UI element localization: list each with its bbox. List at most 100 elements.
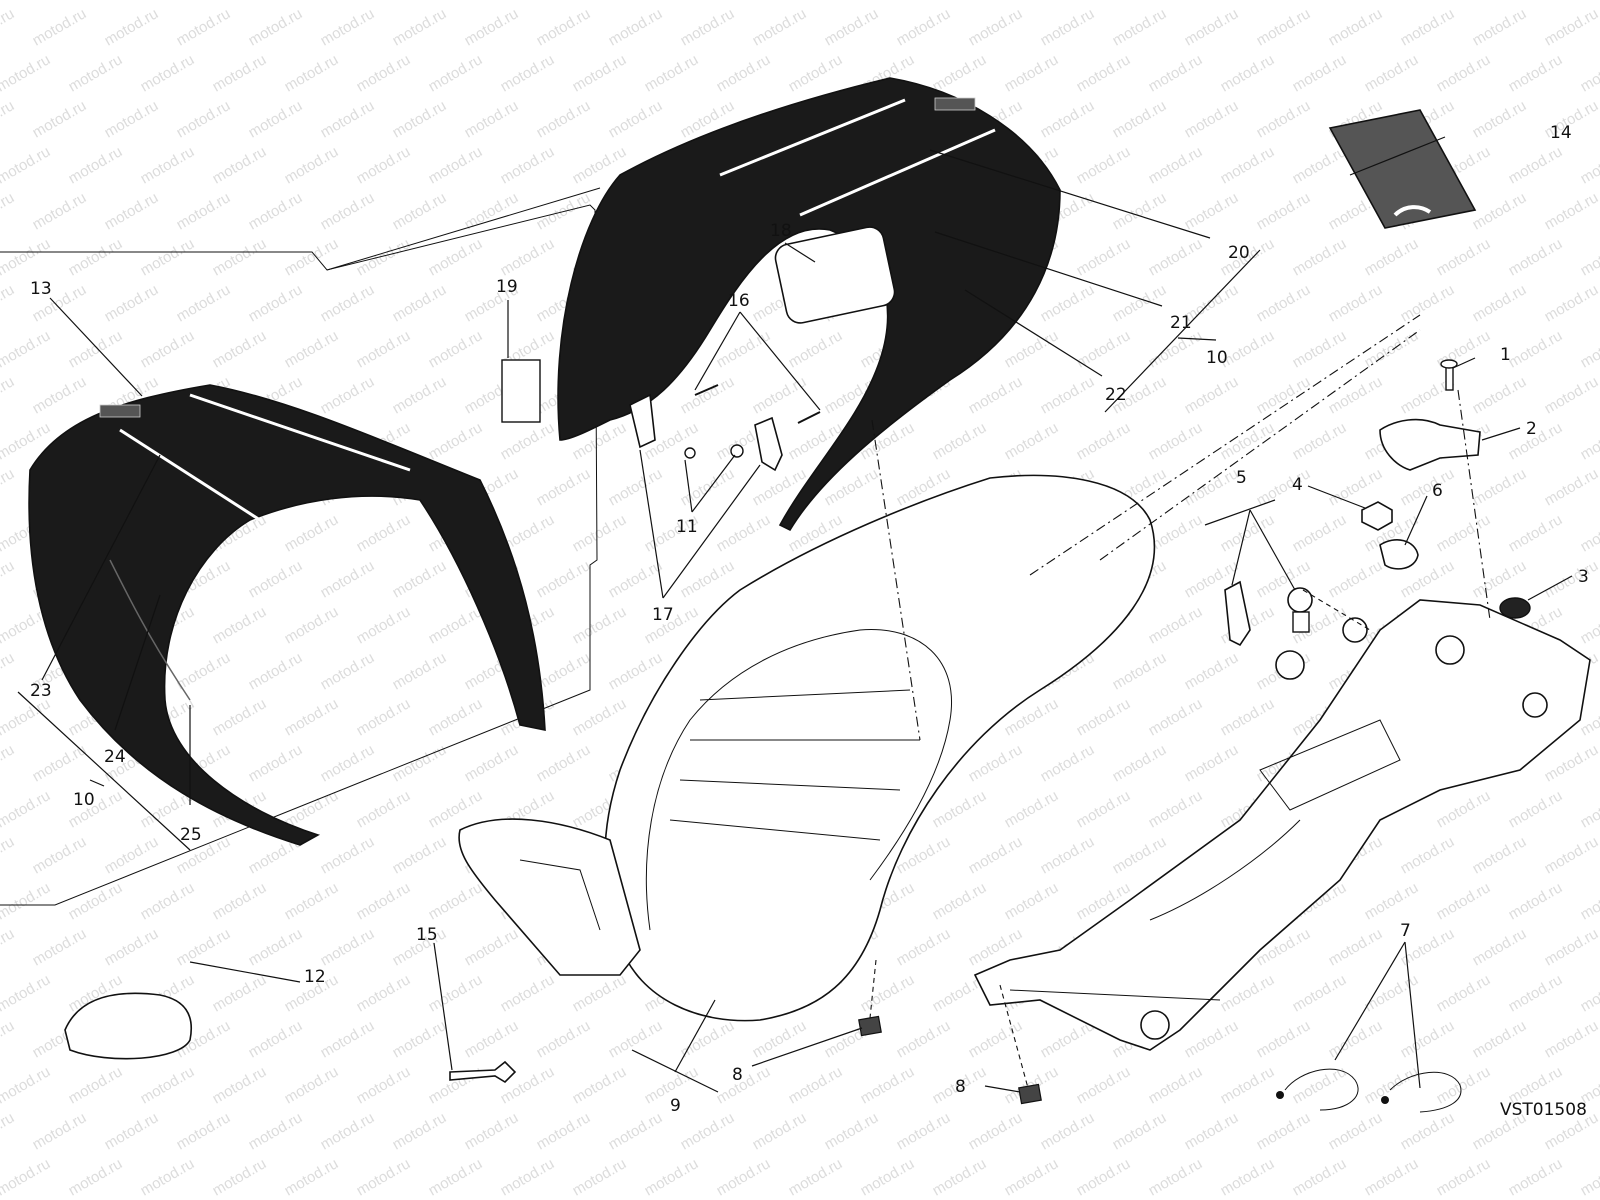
watermark-text: motod.ru	[462, 741, 522, 785]
watermark-text: motod.ru	[1578, 1155, 1600, 1199]
watermark-text: motod.ru	[390, 557, 450, 601]
watermark-text: motod.ru	[534, 465, 594, 509]
inset-leader-line	[326, 187, 601, 271]
watermark-text: motod.ru	[1254, 5, 1314, 49]
watermark-text: motod.ru	[1218, 1063, 1278, 1107]
callout-18: 18	[770, 221, 792, 241]
watermark-text: motod.ru	[1326, 925, 1386, 969]
alignment-line-3	[1099, 329, 1421, 561]
watermark-text: motod.ru	[318, 5, 378, 49]
watermark-text: motod.ru	[318, 925, 378, 969]
watermark-text: motod.ru	[570, 695, 630, 739]
watermark-text: motod.ru	[570, 511, 630, 555]
watermark-text: motod.ru	[354, 971, 414, 1015]
watermark-text: motod.ru	[1542, 5, 1600, 49]
watermark-text: motod.ru	[1146, 419, 1206, 463]
watermark-text: motod.ru	[966, 1109, 1026, 1153]
watermark-text: motod.ru	[714, 1155, 774, 1199]
watermark-text: motod.ru	[498, 235, 558, 279]
watermark-text: motod.ru	[858, 971, 918, 1015]
watermark-text: motod.ru	[498, 419, 558, 463]
watermark-text: motod.ru	[138, 235, 198, 279]
watermark-text: motod.ru	[1290, 327, 1350, 371]
watermark-text: motod.ru	[1578, 603, 1600, 647]
watermark-text: motod.ru	[1038, 373, 1098, 417]
watermark-text: motod.ru	[750, 373, 810, 417]
watermark-text: motod.ru	[714, 327, 774, 371]
watermark-text: motod.ru	[102, 189, 162, 233]
watermark-text: motod.ru	[0, 0, 53, 3]
watermark-text: motod.ru	[210, 603, 270, 647]
watermark-text: motod.ru	[174, 1109, 234, 1153]
watermark-text: motod.ru	[498, 51, 558, 95]
watermark-text: motod.ru	[1290, 0, 1350, 3]
watermark-text: motod.ru	[894, 1109, 954, 1153]
watermark-text: motod.ru	[786, 0, 846, 3]
watermark-text: motod.ru	[246, 649, 306, 693]
watermark-text: motod.ru	[966, 373, 1026, 417]
watermark-text: motod.ru	[1110, 649, 1170, 693]
retaining-clip	[449, 1060, 517, 1084]
watermark-text: motod.ru	[1002, 1155, 1062, 1199]
watermark-text: motod.ru	[0, 143, 53, 187]
watermark-text: motod.ru	[354, 511, 414, 555]
watermark-text: motod.ru	[0, 5, 17, 49]
callout-2: 2	[1526, 419, 1537, 439]
watermark-text: motod.ru	[714, 0, 774, 3]
watermark-text: motod.ru	[1074, 327, 1134, 371]
watermark-text: motod.ru	[210, 143, 270, 187]
watermark-text: motod.ru	[210, 1063, 270, 1107]
watermark-text: motod.ru	[1254, 97, 1314, 141]
watermark-text: motod.ru	[426, 695, 486, 739]
watermark-text: motod.ru	[174, 649, 234, 693]
leader-lines	[17, 136, 1573, 1093]
watermark-text: motod.ru	[318, 557, 378, 601]
watermark-text: motod.ru	[102, 1109, 162, 1153]
watermark-text: motod.ru	[606, 1109, 666, 1153]
watermark-text: motod.ru	[1290, 51, 1350, 95]
watermark-text: motod.ru	[1470, 97, 1530, 141]
watermark-text: motod.ru	[894, 5, 954, 49]
watermark-text: motod.ru	[1362, 1155, 1422, 1199]
watermark-text: motod.ru	[210, 1155, 270, 1199]
watermark-text: motod.ru	[822, 5, 882, 49]
main-seat	[458, 474, 1156, 1022]
watermark-text: motod.ru	[1470, 281, 1530, 325]
watermark-text: motod.ru	[426, 143, 486, 187]
watermark-text: motod.ru	[138, 143, 198, 187]
watermark-text: motod.ru	[1542, 465, 1600, 509]
watermark-text: motod.ru	[1362, 235, 1422, 279]
watermark-text: motod.ru	[1146, 695, 1206, 739]
watermark-text: motod.ru	[0, 465, 17, 509]
watermark-text: motod.ru	[714, 511, 774, 555]
watermark-text: motod.ru	[1578, 879, 1600, 923]
watermark-text: motod.ru	[534, 741, 594, 785]
watermark-text: motod.ru	[174, 97, 234, 141]
cover-mounting-hardware	[629, 384, 821, 472]
watermark-text: motod.ru	[534, 649, 594, 693]
callout-5: 5	[1236, 468, 1247, 488]
watermark-text: motod.ru	[282, 51, 342, 95]
watermark-text: motod.ru	[1326, 1017, 1386, 1061]
watermark-text: motod.ru	[570, 51, 630, 95]
watermark-text: motod.ru	[0, 1017, 17, 1061]
watermark-text: motod.ru	[318, 189, 378, 233]
watermark-text: motod.ru	[1254, 373, 1314, 417]
watermark-text: motod.ru	[1182, 741, 1242, 785]
watermark-text: motod.ru	[0, 879, 53, 923]
watermark-text: motod.ru	[354, 143, 414, 187]
watermark-text: motod.ru	[1074, 419, 1134, 463]
watermark-text: motod.ru	[1470, 373, 1530, 417]
watermark-text: motod.ru	[390, 1109, 450, 1153]
callout-9: 9	[670, 1096, 681, 1116]
watermark-text: motod.ru	[1002, 51, 1062, 95]
watermark-text: motod.ru	[714, 1063, 774, 1107]
watermark-text: motod.ru	[390, 833, 450, 877]
watermark-text: motod.ru	[282, 235, 342, 279]
watermark-text: motod.ru	[498, 971, 558, 1015]
watermark-text: motod.ru	[246, 1109, 306, 1153]
watermark-text: motod.ru	[1254, 281, 1314, 325]
watermark-text: motod.ru	[174, 189, 234, 233]
callout-8-right: 8	[955, 1077, 966, 1097]
watermark-text: motod.ru	[390, 373, 450, 417]
